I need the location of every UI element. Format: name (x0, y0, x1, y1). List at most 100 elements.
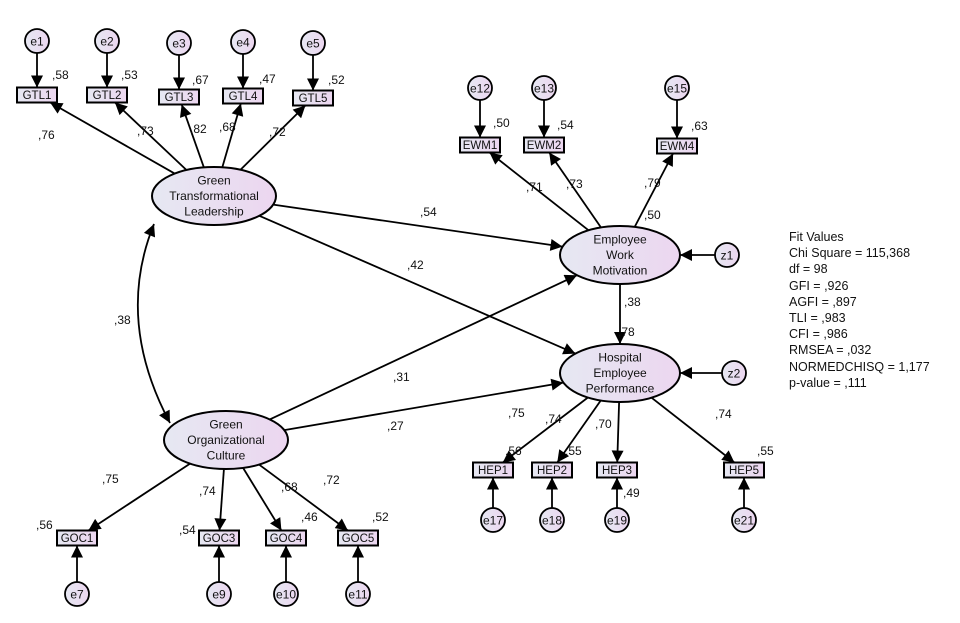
indicator-goc1: GOC1 (56, 529, 98, 547)
error-term-e13: e13 (531, 75, 557, 101)
loading-value-ewm2: ,73 (566, 177, 583, 191)
loading-arrow-goc1 (87, 462, 191, 532)
fit-normedchisq: NORMEDCHISQ = 1,177 (789, 359, 930, 374)
error-term-e9: e9 (206, 581, 232, 607)
loading-arrow-hep2 (556, 399, 602, 464)
fit-p-value: p-value = ,111 (789, 375, 867, 390)
r2-value-hep3: ,49 (623, 486, 640, 500)
indicator-label: GOC4 (270, 533, 303, 545)
r2-value-gtl2: ,53 (121, 68, 138, 82)
r2-value-ewm: ,50 (644, 208, 661, 222)
error-term-e17: e17 (480, 507, 506, 533)
latent-label-line: Performance (586, 382, 655, 396)
error-term-e15: e15 (664, 75, 690, 101)
latent-label-line: Green (209, 418, 242, 432)
indicator-label: GTL4 (229, 91, 258, 103)
loading-value-gtl3: ,82 (190, 122, 207, 136)
fit-rmsea: RMSEA = ,032 (789, 343, 872, 358)
loading-arrow-ewm2 (548, 151, 602, 229)
latent-label-line: Green (197, 174, 230, 188)
latent-label-line: Employee (593, 366, 647, 380)
indicator-label: GTL5 (299, 93, 328, 105)
r2-value-gtl5: ,52 (328, 73, 345, 87)
latent-label-line: Motivation (593, 264, 648, 278)
loading-arrow-gtl3 (179, 104, 205, 168)
error-term-label: e17 (483, 514, 503, 528)
error-term-e3: e3 (166, 30, 192, 56)
error-term-label: e7 (70, 588, 84, 602)
indicator-label: HEP3 (602, 465, 632, 477)
loading-arrow-gtl1 (49, 101, 176, 175)
error-term-e1: e1 (24, 28, 50, 54)
error-term-label: e13 (534, 82, 554, 96)
path-coefficient-gtl-hep: ,42 (407, 258, 424, 272)
fit-agfi: AGFI = ,897 (789, 294, 857, 309)
path-coefficient-goc-hep: ,27 (387, 419, 404, 433)
loading-value-hep2: ,74 (545, 412, 562, 426)
error-term-e5: e5 (300, 30, 326, 56)
loading-value-goc4: ,68 (281, 480, 298, 494)
loading-value-hep3: ,70 (595, 417, 612, 431)
r2-value-gtl3: ,67 (192, 73, 209, 87)
error-term-label: e21 (734, 514, 754, 528)
indicator-label: GTL1 (23, 90, 52, 102)
error-term-label: e9 (212, 588, 226, 602)
loading-value-gtl4: ,68 (219, 120, 236, 134)
fit-values-title: Fit Values (789, 230, 844, 244)
loading-value-hep5: ,74 (715, 407, 732, 421)
indicator-goc5: GOC5 (337, 529, 379, 547)
error-term-label: e10 (276, 588, 296, 602)
indicator-gtl5: GTL5 (292, 89, 334, 107)
loading-value-goc3: ,74 (199, 484, 216, 498)
latent-label-line: Leadership (184, 205, 244, 219)
loading-arrow-goc3 (214, 468, 227, 531)
indicator-hep2: HEP2 (531, 461, 573, 479)
covariance-value-gtl-goc: ,38 (114, 313, 131, 327)
error-term-label: e2 (100, 35, 114, 49)
latent-label-line: Hospital (598, 351, 641, 365)
indicator-hep1: HEP1 (472, 461, 514, 479)
path-coefficient-goc-ewm: ,31 (393, 370, 410, 384)
indicator-hep3: HEP3 (596, 461, 638, 479)
loading-value-gtl5: ,72 (269, 125, 286, 139)
latent-label-line: Employee (593, 233, 647, 247)
indicator-label: GOC1 (61, 533, 94, 545)
r2-value-goc3: ,54 (179, 523, 196, 537)
error-term-e18: e18 (539, 507, 565, 533)
error-term-e7: e7 (64, 581, 90, 607)
fit-chi-square: Chi Square = 115,368 (789, 246, 911, 261)
indicator-label: HEP5 (729, 465, 759, 477)
r2-value-hep1: ,56 (505, 444, 522, 458)
fit-tli: TLI = ,983 (789, 311, 846, 326)
latent-label-line: Organizational (187, 433, 264, 447)
path-arrow-gtl-hep (258, 214, 576, 355)
indicator-gtl2: GTL2 (86, 86, 128, 104)
error-term-e4: e4 (230, 29, 256, 55)
indicator-label: GTL2 (93, 90, 122, 102)
indicator-ewm1: EWM1 (459, 136, 501, 154)
error-term-label: e12 (470, 82, 490, 96)
latent-label-line: Culture (207, 449, 246, 463)
path-arrow-goc-ewm (269, 274, 578, 421)
path-coefficient-ewm-hep: ,38 (624, 295, 641, 309)
path-coefficient-gtl-ewm: ,54 (420, 205, 437, 219)
loading-value-ewm1: ,71 (526, 180, 543, 194)
fit-gfi: GFI = ,926 (789, 278, 849, 293)
disturbance-label: z1 (721, 249, 734, 263)
r2-value-ewm2: ,54 (557, 118, 574, 132)
error-term-e21: e21 (731, 507, 757, 533)
indicator-label: EWM4 (660, 141, 695, 153)
r2-value-goc1: ,56 (36, 518, 53, 532)
indicator-gtl3: GTL3 (158, 88, 200, 106)
error-term-label: e11 (348, 588, 367, 602)
indicator-label: GOC5 (342, 533, 375, 545)
loading-value-goc5: ,72 (323, 473, 340, 487)
covariance-arrow-gtl-goc (136, 223, 171, 424)
loading-arrow-gtl5 (239, 104, 307, 171)
indicator-label: EWM2 (527, 140, 562, 152)
error-term-label: e18 (542, 514, 562, 528)
indicator-gtl1: GTL1 (16, 86, 58, 104)
indicator-ewm4: EWM4 (656, 137, 698, 155)
